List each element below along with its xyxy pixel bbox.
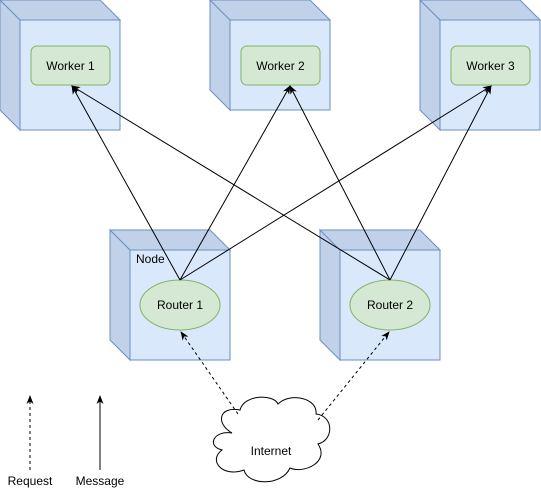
internet-cloud: Internet <box>212 396 331 483</box>
legend-message-label: Message <box>76 474 125 488</box>
request-arrows <box>180 331 390 421</box>
arrow-router1-worker1 <box>71 85 181 281</box>
worker-3: Worker 3 <box>450 45 531 86</box>
node-label: Node <box>136 252 165 266</box>
router-2-label: Router 2 <box>367 298 413 312</box>
worker-2: Worker 2 <box>240 45 321 86</box>
arrow-router2-worker2 <box>289 85 391 281</box>
arrow-router2-worker1 <box>71 85 391 281</box>
worker-2-label: Worker 2 <box>256 59 305 73</box>
legend-request-label: Request <box>8 474 53 488</box>
arrow-router1-worker3 <box>179 85 492 281</box>
arrow-router2-worker3 <box>389 85 492 281</box>
worker-1: Worker 1 <box>30 45 111 86</box>
arrow-router1-worker2 <box>179 85 291 281</box>
message-arrows <box>71 85 492 281</box>
worker-1-label: Worker 1 <box>46 59 95 73</box>
router-1: Router 1 <box>139 279 221 331</box>
arrow-internet-router2 <box>317 331 390 421</box>
internet-label: Internet <box>251 444 292 458</box>
arrow-internet-router1 <box>180 331 239 415</box>
router-2: Router 2 <box>349 279 431 331</box>
router-1-label: Router 1 <box>157 298 203 312</box>
legend: Request Message <box>8 395 125 488</box>
worker-3-label: Worker 3 <box>466 59 515 73</box>
